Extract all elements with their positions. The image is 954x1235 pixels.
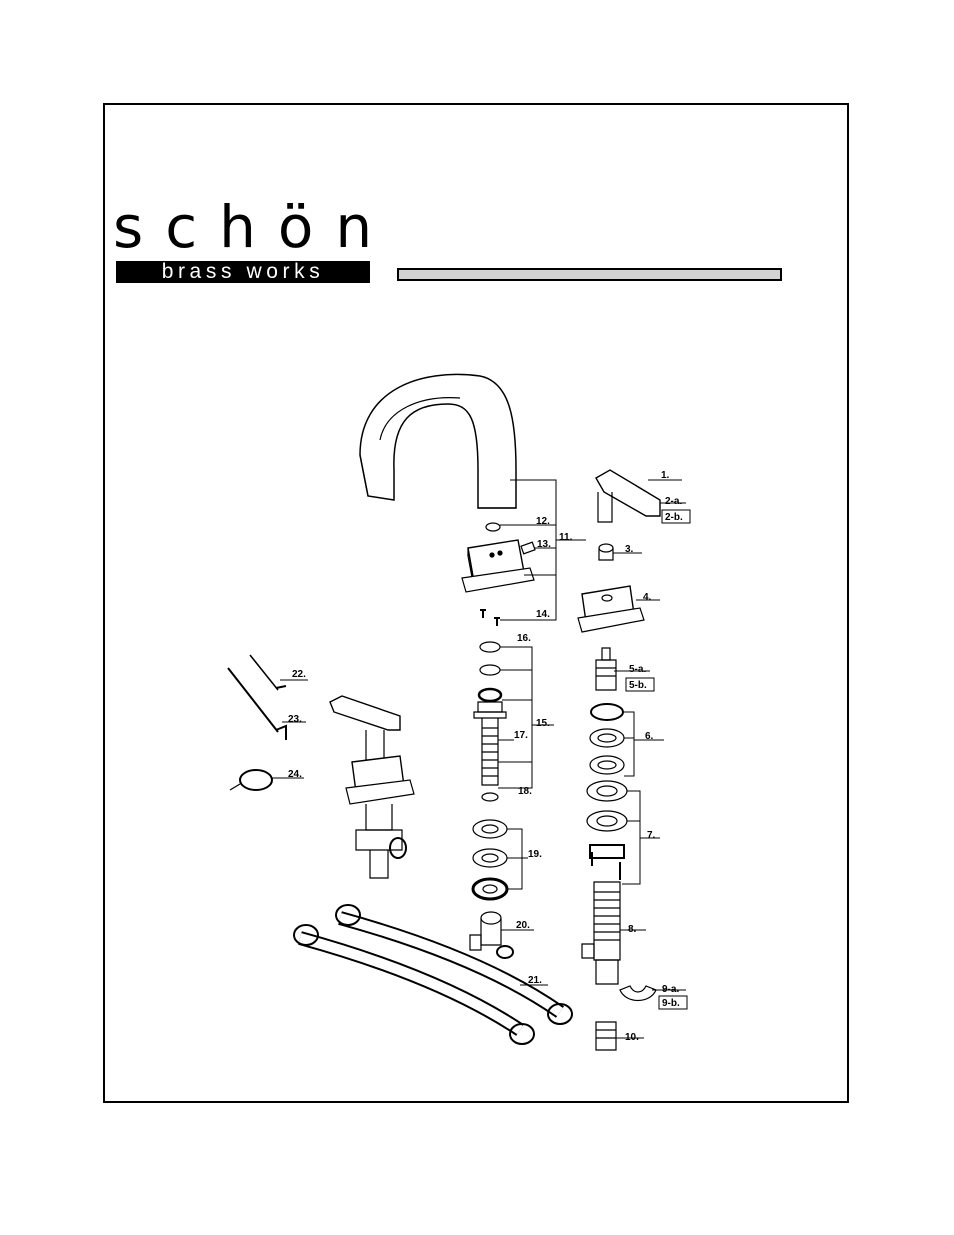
cartridge-5-drawing [596, 648, 616, 690]
callout-4: 4. [643, 592, 652, 603]
callout-24: 24. [288, 769, 302, 780]
handle-1-drawing [596, 470, 660, 522]
callout-9a: 9-a. [662, 984, 679, 995]
shank-8-drawing [582, 882, 620, 984]
elbow-20-drawing [470, 912, 513, 958]
spout-drawing [360, 374, 516, 508]
callout-13: 13. [537, 539, 551, 550]
nipple-10-drawing [596, 1022, 616, 1050]
callout-7: 7. [647, 830, 656, 841]
escutcheon-4-drawing [578, 586, 644, 632]
callout-22: 22. [292, 669, 306, 680]
mount-7-drawing [587, 781, 627, 880]
shank-stack-drawing [474, 642, 506, 801]
tools-drawing [228, 655, 286, 790]
washer-stack-19-drawing [473, 820, 507, 899]
callout-19: 19. [528, 849, 542, 860]
callout-5a: 5-a. [629, 664, 646, 675]
callout-16: 16. [517, 633, 531, 644]
callout-10: 10. [625, 1032, 639, 1043]
callout-17: 17. [514, 730, 528, 741]
adapter-3-drawing [599, 544, 613, 560]
clip-9-drawing [620, 986, 656, 1001]
left-valve-drawing [330, 696, 414, 878]
callout-15: 15. [536, 718, 550, 729]
callout-2b: 2-b. [665, 512, 683, 523]
callout-18: 18. [518, 786, 532, 797]
callout-2a: 2-a. [665, 496, 682, 507]
callout-3: 3. [625, 544, 634, 555]
callout-12: 12. [536, 516, 550, 527]
callout-23: 23. [288, 714, 302, 725]
callout-14: 14. [536, 609, 550, 620]
callout-11: 11. [559, 532, 573, 543]
callout-20: 20. [516, 920, 530, 931]
callout-1: 1. [661, 470, 670, 481]
rings-6-drawing [590, 704, 624, 774]
callout-5b: 5-b. [629, 680, 647, 691]
callout-21: 21. [528, 975, 542, 986]
callout-8: 8. [628, 924, 637, 935]
callout-6: 6. [645, 731, 654, 742]
callout-9b: 9-b. [662, 998, 680, 1009]
